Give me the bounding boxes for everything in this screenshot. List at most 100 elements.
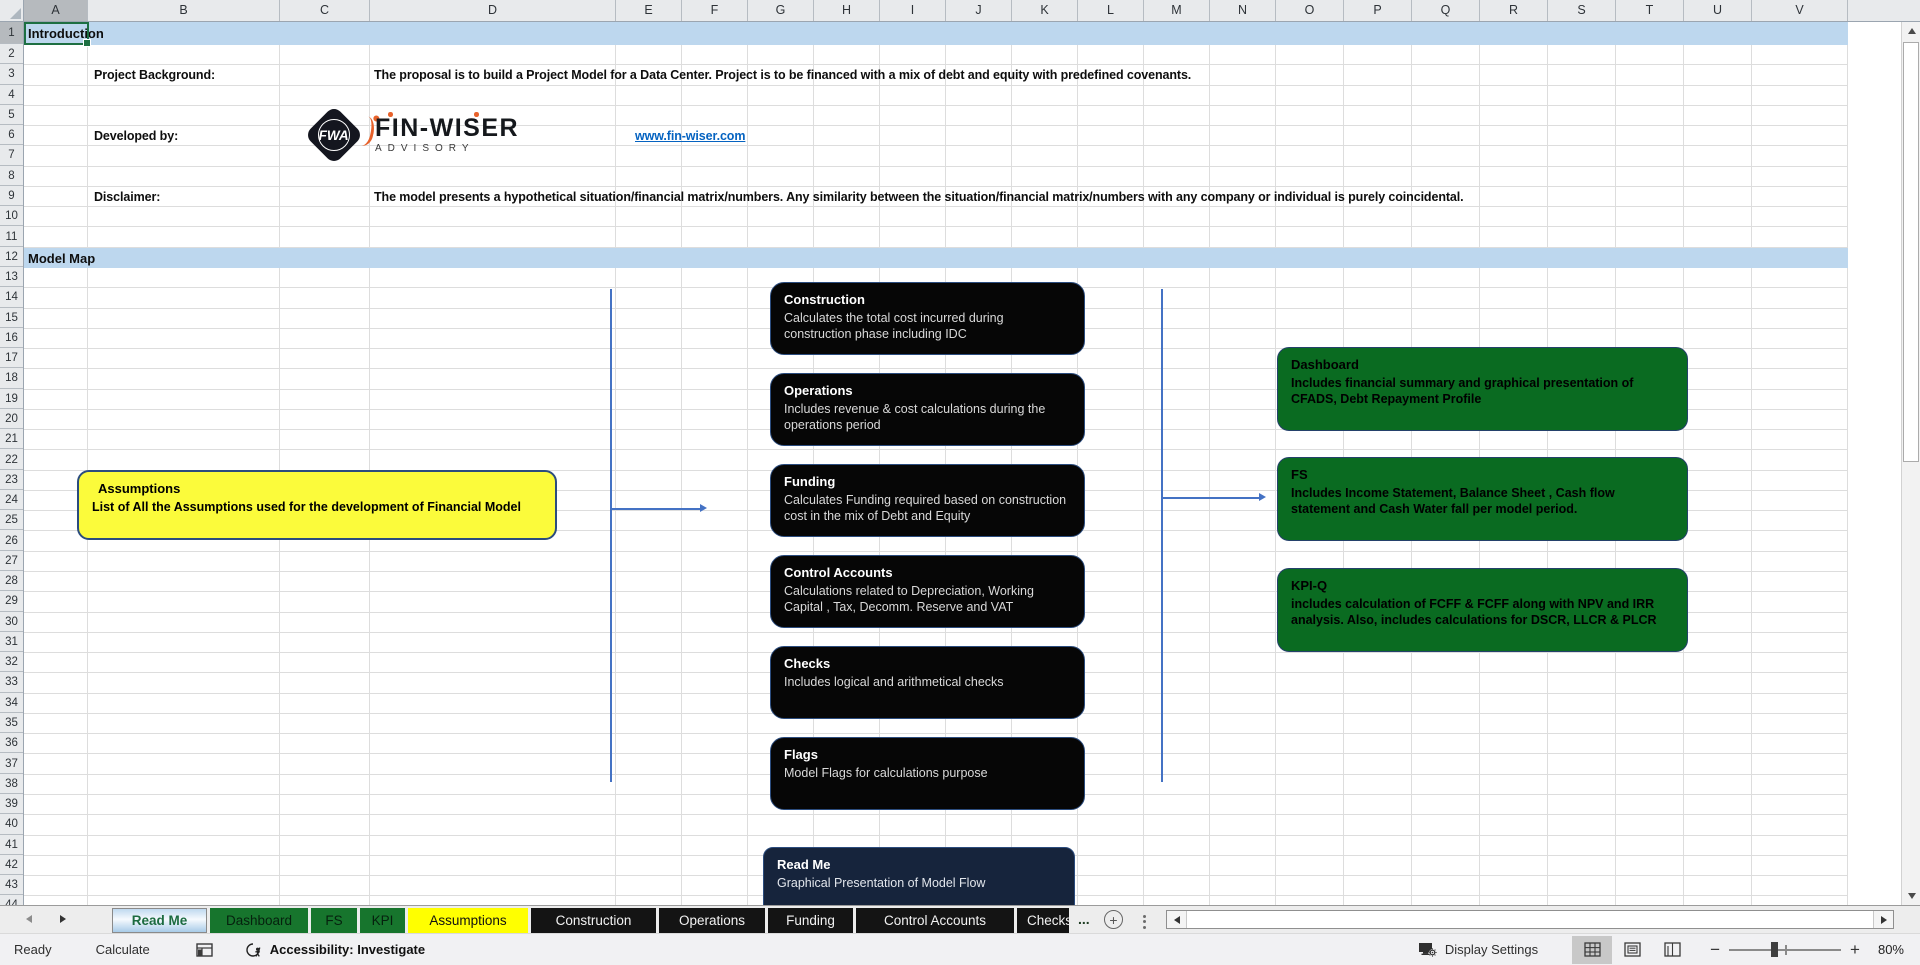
normal-view-button[interactable] [1572,935,1613,964]
select-all-corner[interactable] [0,0,24,22]
vertical-scrollbar-thumb[interactable] [1903,42,1919,462]
row-header-13[interactable]: 13 [0,268,23,288]
page-layout-view-button[interactable] [1612,936,1652,964]
row-header-28[interactable]: 28 [0,572,23,592]
row-header-30[interactable]: 30 [0,613,23,632]
row-header-35[interactable]: 35 [0,714,23,734]
scroll-right-button[interactable] [1873,911,1893,928]
scroll-up-button[interactable] [1902,22,1920,40]
status-calculate[interactable]: Calculate [95,942,150,957]
row-header-26[interactable]: 26 [0,531,23,551]
sheet-tab-control-accounts[interactable]: Control Accounts [856,908,1014,933]
row-header-33[interactable]: 33 [0,673,23,693]
row-header-10[interactable]: 10 [0,207,23,227]
sheet-tab-operations[interactable]: Operations [659,908,765,933]
column-header-Q[interactable]: Q [1412,0,1480,21]
sheet-tab-construction[interactable]: Construction [531,908,656,933]
scroll-down-button[interactable] [1902,887,1920,905]
row-header-39[interactable]: 39 [0,795,23,815]
row-header-20[interactable]: 20 [0,410,23,430]
row-header-17[interactable]: 17 [0,349,23,369]
row-header-43[interactable]: 43 [0,876,23,896]
sheet-tab-assumptions[interactable]: Assumptions [408,908,528,933]
row-header-8[interactable]: 8 [0,167,23,186]
row-header-9[interactable]: 9 [0,187,23,207]
column-header-T[interactable]: T [1616,0,1684,21]
accessibility-status[interactable]: Accessibility: Investigate [245,942,425,958]
sheet-grid[interactable]: Introduction Model Map Project Backgroun… [24,22,1848,905]
row-header-31[interactable]: 31 [0,633,23,653]
disclaimer-text[interactable]: The model presents a hypothetical situat… [374,190,1464,204]
add-sheet-button[interactable]: + [1104,910,1123,929]
column-header-U[interactable]: U [1684,0,1752,21]
row-header-23[interactable]: 23 [0,471,23,490]
row-header-27[interactable]: 27 [0,552,23,572]
column-header-A[interactable]: A [24,0,88,21]
row-header-29[interactable]: 29 [0,592,23,612]
column-header-C[interactable]: C [280,0,370,21]
row-header-41[interactable]: 41 [0,836,23,855]
model-box-read-me[interactable]: Read Me Graphical Presentation of Model … [763,847,1075,905]
zoom-slider-thumb[interactable] [1771,942,1779,957]
row-header-21[interactable]: 21 [0,430,23,450]
tab-options-icon[interactable] [1143,912,1147,931]
column-header-H[interactable]: H [814,0,880,21]
column-header-K[interactable]: K [1012,0,1078,21]
vertical-scrollbar[interactable] [1901,22,1920,905]
row-header-36[interactable]: 36 [0,734,23,754]
row-header-38[interactable]: 38 [0,775,23,794]
row-header-5[interactable]: 5 [0,106,23,126]
column-header-P[interactable]: P [1344,0,1412,21]
model-box-assumptions[interactable]: Assumptions List of All the Assumptions … [77,470,557,540]
active-cell-selection[interactable] [24,22,91,47]
zoom-in-button[interactable]: + [1850,940,1860,959]
row-header-40[interactable]: 40 [0,815,23,835]
horizontal-scrollbar-thumb[interactable] [1187,911,1873,928]
intro-banner-cell[interactable]: Introduction [24,22,1848,45]
display-settings-button[interactable]: Display Settings [1418,942,1538,958]
row-header-44[interactable]: 44 [0,896,23,905]
row-header-1[interactable]: 1 [0,22,23,44]
column-header-G[interactable]: G [748,0,814,21]
column-header-O[interactable]: O [1276,0,1344,21]
row-header-24[interactable]: 24 [0,491,23,511]
row-header-19[interactable]: 19 [0,390,23,409]
row-header-15[interactable]: 15 [0,309,23,328]
row-header-2[interactable]: 2 [0,45,23,65]
column-header-M[interactable]: M [1144,0,1210,21]
page-break-preview-button[interactable] [1652,936,1692,964]
zoom-level[interactable]: 80% [1877,942,1904,957]
row-header-22[interactable]: 22 [0,450,23,470]
column-header-R[interactable]: R [1480,0,1548,21]
column-header-I[interactable]: I [880,0,946,21]
website-link[interactable]: www.fin-wiser.com [635,129,746,143]
project-background-label[interactable]: Project Background: [94,68,216,82]
sheet-tab-checks[interactable]: Checks [1017,908,1069,933]
sheet-tab-kpi[interactable]: KPI [360,908,405,933]
column-header-D[interactable]: D [370,0,616,21]
column-header-J[interactable]: J [946,0,1012,21]
sheet-tab-read-me[interactable]: Read Me [112,908,207,933]
project-background-text[interactable]: The proposal is to build a Project Model… [374,68,1192,82]
row-header-14[interactable]: 14 [0,288,23,308]
macro-record-icon[interactable] [196,942,213,957]
developed-by-label[interactable]: Developed by: [94,129,179,143]
model-map-banner-cell[interactable]: Model Map [24,248,1848,268]
row-header-6[interactable]: 6 [0,126,23,146]
row-header-34[interactable]: 34 [0,694,23,713]
row-header-12[interactable]: 12 [0,248,23,267]
zoom-slider[interactable] [1729,942,1842,957]
column-header-E[interactable]: E [616,0,682,21]
sheet-tab-dashboard[interactable]: Dashboard [210,908,308,933]
row-header-18[interactable]: 18 [0,369,23,389]
row-header-32[interactable]: 32 [0,653,23,673]
row-header-16[interactable]: 16 [0,329,23,349]
